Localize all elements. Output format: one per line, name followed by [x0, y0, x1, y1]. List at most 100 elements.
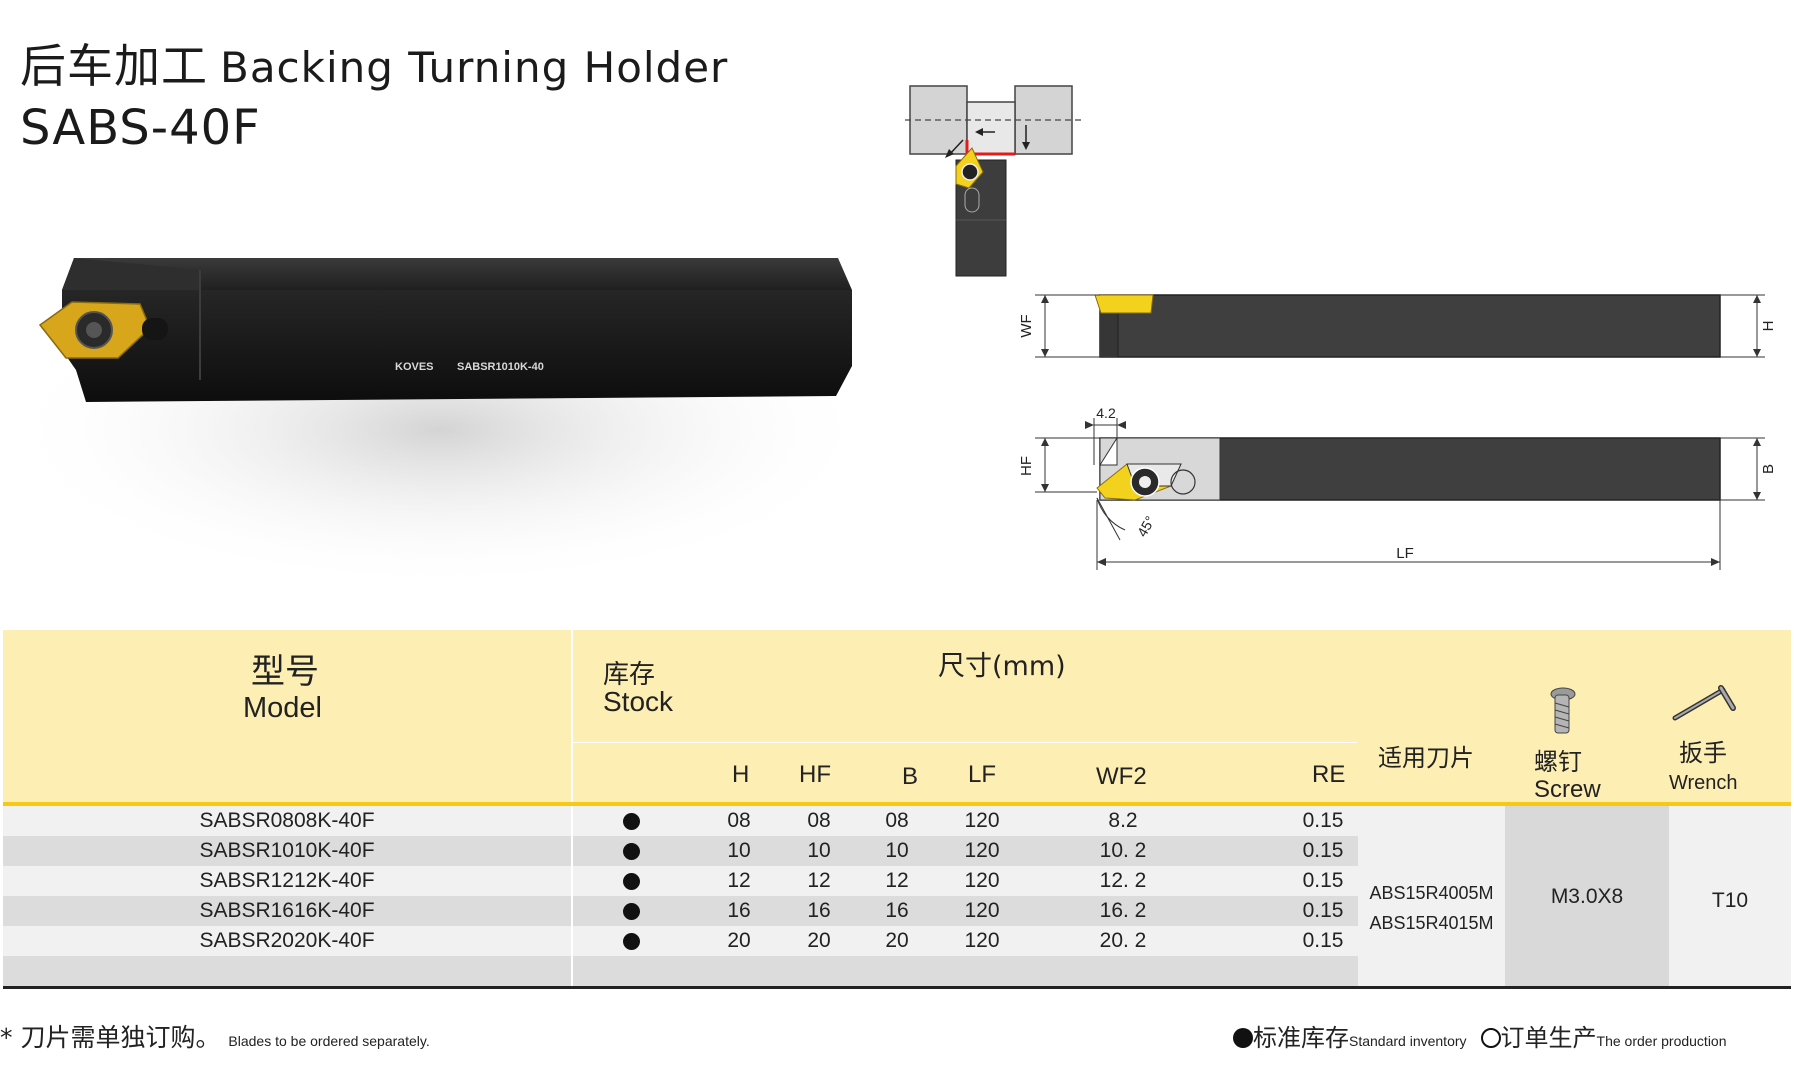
cell-h: 10: [727, 839, 751, 862]
legend-standard-en: Standard inventory: [1349, 1033, 1467, 1049]
cell-b: 10: [885, 839, 909, 862]
cell-lf: 120: [964, 869, 1000, 892]
blade-code-2: ABS15R4015M: [1369, 913, 1494, 933]
header-model-cn: 型号: [251, 652, 319, 692]
dim-label-b: B: [1760, 464, 1777, 474]
cell-b: 12: [885, 869, 909, 892]
cell-lf: 120: [964, 899, 1000, 922]
dim-label-lf: LF: [1396, 545, 1414, 562]
col-header-wf: WF2: [1096, 763, 1147, 790]
cell-model: SABSR0808K-40F: [199, 809, 375, 832]
table-row: SABSR2020K-40F 20 20 20 120 20. 2 0.15: [3, 926, 1358, 956]
cell-wf: 10. 2: [1099, 839, 1147, 862]
cell-wf: 16. 2: [1099, 899, 1147, 922]
cell-h: 16: [727, 899, 751, 922]
screw-cell: M3.0X8: [1505, 806, 1669, 988]
header-screw-cn: 螺钉: [1534, 748, 1582, 776]
dim-label-hf: HF: [1018, 456, 1035, 476]
stock-dot-icon: [623, 903, 640, 920]
header-separator: [571, 630, 573, 806]
stock-dot-icon: [623, 813, 640, 830]
legend-order-en: The order production: [1596, 1033, 1727, 1049]
table-row: SABSR1616K-40F 16 16 16 120 16. 2 0.15: [3, 896, 1358, 926]
table-row: SABSR0808K-40F 08 08 08 120 8.2 0.15: [3, 806, 1358, 836]
header-wrench-en: Wrench: [1669, 772, 1738, 794]
cutting-schematic: [905, 85, 1085, 277]
cell-h: 12: [727, 869, 751, 892]
cell-h: 20: [727, 929, 751, 952]
header-bottom-line: [3, 802, 1791, 806]
cell-b: 20: [885, 929, 909, 952]
dim-label-h: H: [1760, 321, 1777, 332]
table-row-empty: [3, 956, 1358, 986]
body-separator: [571, 806, 573, 988]
dim-label-4-2: 4.2: [1096, 405, 1116, 421]
dim-label-angle: 45°: [1134, 513, 1158, 539]
brand-engraving: KOVES: [395, 361, 434, 373]
side-view-drawing: WF H: [1018, 294, 1777, 358]
cell-model: SABSR1010K-40F: [199, 839, 375, 862]
legend: 标准库存Standard inventory 订单生产The order prod…: [1233, 1018, 1727, 1053]
legend-order-cn: 订单生产: [1500, 1024, 1597, 1052]
open-circle-icon: [1480, 1028, 1501, 1048]
cell-hf: 16: [807, 899, 831, 922]
col-header-b: B: [902, 763, 919, 790]
product-model-heading: SABS-40F: [20, 100, 261, 156]
col-header-lf: LF: [968, 761, 997, 788]
model-engraving: SABSR1010K-40: [457, 361, 544, 373]
cell-hf: 08: [807, 809, 831, 832]
cell-re: 0.15: [1302, 899, 1344, 922]
blade-cell: ABS15R4005M ABS15R4015M: [1358, 806, 1505, 988]
header-stock-cn: 库存: [603, 660, 656, 690]
title-chinese: 后车加工: [20, 39, 208, 93]
table-header: [3, 630, 1791, 806]
table-bottom-rule: [3, 986, 1791, 989]
table-row: SABSR1212K-40F 12 12 12 120 12. 2 0.15: [3, 866, 1358, 896]
filled-circle-icon: [1233, 1028, 1253, 1048]
cell-b: 08: [885, 809, 909, 832]
header-dimensions: 尺寸(mm): [938, 651, 1066, 682]
cell-re: 0.15: [1302, 929, 1344, 952]
cell-model: SABSR2020K-40F: [199, 929, 375, 952]
legend-standard-cn: 标准库存: [1253, 1024, 1349, 1052]
cell-lf: 120: [964, 839, 1000, 862]
cell-model: SABSR1212K-40F: [199, 869, 375, 892]
header-divider: [572, 742, 1357, 743]
stock-dot-icon: [623, 873, 640, 890]
stock-dot-icon: [623, 933, 640, 950]
screw-icon: [1550, 687, 1576, 734]
cell-re: 0.15: [1302, 839, 1344, 862]
header-screw-en: Screw: [1534, 776, 1601, 803]
col-header-h: H: [732, 761, 750, 788]
cell-hf: 10: [807, 839, 831, 862]
spec-table: 型号 Model 库存 Stock 尺寸(mm) H HF B LF WF2 R…: [3, 630, 1791, 990]
top-view-drawing: 4.2 HF B 45° LF: [1018, 405, 1777, 570]
product-photo: KOVES SABSR1010K-40: [0, 258, 880, 590]
cell-hf: 12: [807, 869, 831, 892]
cell-lf: 120: [964, 809, 1000, 832]
cell-hf: 20: [807, 929, 831, 952]
header-blade-cn: 适用刀片: [1378, 744, 1474, 772]
wrench-icon: [1672, 685, 1736, 721]
cell-wf: 12. 2: [1099, 869, 1147, 892]
cell-re: 0.15: [1302, 809, 1344, 832]
header-wrench-cn: 扳手: [1679, 739, 1727, 767]
col-header-hf: HF: [799, 761, 831, 788]
header-model-en: Model: [243, 692, 322, 724]
cell-lf: 120: [964, 929, 1000, 952]
footnote-cn: * 刀片需单独订购。: [0, 1023, 221, 1052]
screw-value: M3.0X8: [1550, 885, 1624, 908]
cell-re: 0.15: [1302, 869, 1344, 892]
cell-b: 16: [885, 899, 909, 922]
wrench-value: T10: [1711, 889, 1749, 912]
footnote-en: Blades to be ordered separately.: [228, 1033, 430, 1049]
stock-dot-icon: [623, 843, 640, 860]
footnote: * 刀片需单独订购。 Blades to be ordered separate…: [0, 1018, 430, 1054]
cell-model: SABSR1616K-40F: [199, 899, 375, 922]
blade-code-1: ABS15R4005M: [1369, 883, 1494, 903]
cell-wf: 8.2: [1108, 809, 1138, 832]
wrench-cell: T10: [1669, 806, 1791, 988]
header-stock-en: Stock: [603, 686, 674, 717]
col-header-re: RE: [1312, 761, 1346, 788]
